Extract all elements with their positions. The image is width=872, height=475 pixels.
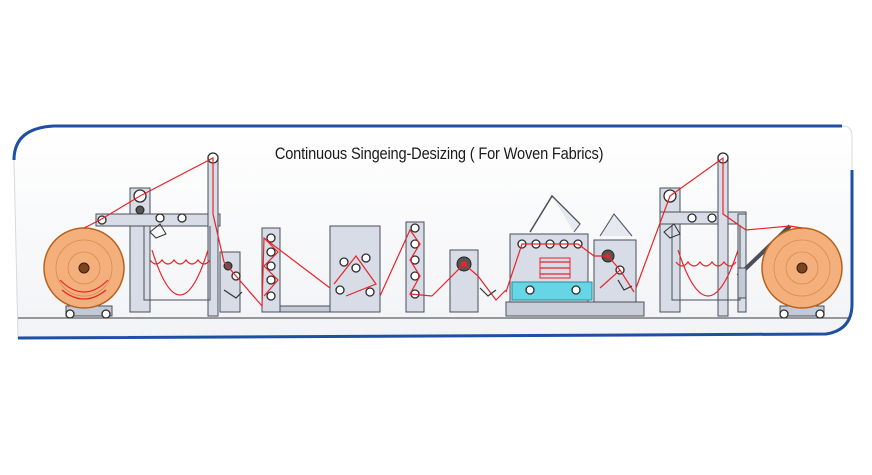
diagram-title: Continuous Singeing-Desizing ( For Woven… (274, 144, 604, 163)
singeing-machine (505, 194, 645, 317)
desizing-padder (593, 213, 637, 303)
j-scray-inlet (95, 152, 221, 317)
guide-roller-column-2 (379, 221, 433, 313)
brushing-unit (329, 225, 381, 313)
winding-unit (736, 224, 843, 319)
wheel-icon (65, 309, 75, 319)
fabric-path (83, 156, 803, 308)
unwinding-unit (43, 227, 125, 319)
j-scray-outlet (659, 152, 747, 317)
tension-frame-icon (149, 223, 167, 239)
